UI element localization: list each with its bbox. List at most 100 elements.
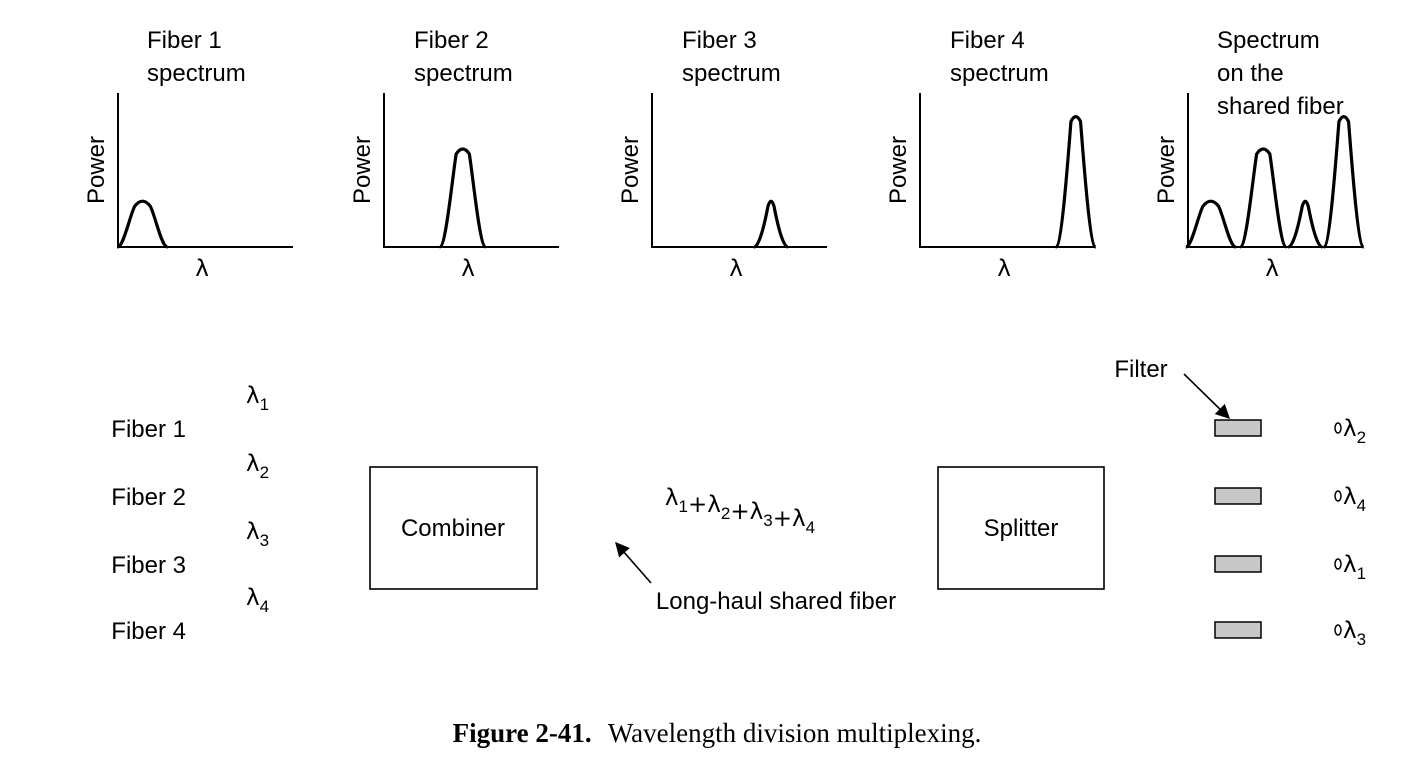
output-fiber-core-2 xyxy=(1101,493,1336,511)
output-wavelength-label-subscript: 3 xyxy=(1357,630,1366,649)
output-wavelength-label: λ4 xyxy=(1343,484,1366,515)
filter-label: Filter xyxy=(1114,356,1167,383)
output-fiber-cores xyxy=(1100,422,1342,636)
input-fiber-4 xyxy=(205,577,371,631)
power-axis-label: Power xyxy=(83,136,110,204)
output-wavelength-label-symbol: λ xyxy=(1343,618,1357,644)
fiber-end-cap xyxy=(1334,558,1342,570)
power-axis-label: Power xyxy=(617,136,644,204)
shared-fiber-signal: λ1+λ2+λ3+λ4 xyxy=(665,485,815,537)
input-wavelength-label-subscript: 4 xyxy=(260,597,269,616)
input-wavelength-label-symbol: λ xyxy=(246,451,260,477)
input-fiber-label: Fiber 4 xyxy=(111,618,186,645)
caption-number: Figure 2-41. xyxy=(453,718,592,748)
spectrum-title-line: spectrum xyxy=(950,60,1049,87)
spectrum-title-line: spectrum xyxy=(682,60,781,87)
output-fiber-core-3 xyxy=(1101,545,1336,567)
input-fiber-1 xyxy=(205,427,371,491)
spectrum-title-line: on the xyxy=(1217,60,1284,87)
spectrum-title-line: Fiber 1 xyxy=(147,27,222,54)
wavelength-axis-label: λ xyxy=(195,256,209,282)
output-fibers xyxy=(1103,427,1335,631)
input-fiber-cores xyxy=(203,425,375,633)
input-wavelength-label: λ2 xyxy=(246,451,269,482)
power-axis-label: Power xyxy=(885,136,912,204)
input-wavelength-label-symbol: λ xyxy=(246,383,260,409)
signal-wavelength: λ xyxy=(792,506,806,532)
combiner-label: Combiner xyxy=(401,515,505,542)
signal-subscript: 2 xyxy=(721,504,730,523)
input-wavelength-label: λ1 xyxy=(246,383,269,414)
signal-plus: + xyxy=(688,492,707,518)
figure-caption: Figure 2-41. Wavelength division multipl… xyxy=(453,718,982,748)
wavelength-axis-label: λ xyxy=(729,256,743,282)
fiber-end-cap xyxy=(1334,422,1342,434)
shared-fiber-arrow xyxy=(615,541,652,584)
input-wavelength-label-subscript: 3 xyxy=(260,531,269,550)
output-wavelength-label: λ2 xyxy=(1343,416,1366,447)
shared-fiber-label: Long-haul shared fiber xyxy=(656,588,896,615)
input-fiber-label: Fiber 2 xyxy=(111,484,186,511)
fiber-end-cap xyxy=(1334,624,1342,636)
optical-filter xyxy=(1214,621,1262,639)
input-wavelength-label-symbol: λ xyxy=(246,585,260,611)
optical-filter xyxy=(1214,555,1262,573)
signal-subscript: 4 xyxy=(806,518,815,537)
spectrum-axes xyxy=(919,93,1095,248)
spectrum-title-line: shared fiber xyxy=(1217,93,1344,120)
signal-plus: + xyxy=(730,499,749,525)
output-wavelength-label-subscript: 4 xyxy=(1357,496,1366,515)
input-wavelength-label-subscript: 1 xyxy=(260,395,269,414)
spectrum-peak xyxy=(1054,115,1098,249)
caption-text: Wavelength division multiplexing. xyxy=(608,718,982,748)
input-fiber-label: Fiber 1 xyxy=(111,416,186,443)
input-wavelength-label: λ4 xyxy=(246,585,269,616)
wavelength-axis-label: λ xyxy=(461,256,475,282)
filter-arrow xyxy=(1183,373,1231,420)
input-fiber-core-1 xyxy=(203,425,375,493)
combiner-box xyxy=(369,466,538,590)
input-wavelength-label-symbol: λ xyxy=(246,519,260,545)
output-wavelength-label-symbol: λ xyxy=(1343,484,1357,510)
signal-wavelength: λ xyxy=(707,492,721,518)
output-wavelength-label-subscript: 1 xyxy=(1357,564,1366,583)
splitter-box xyxy=(937,466,1105,590)
spectrum-title-line: Spectrum xyxy=(1217,27,1320,54)
input-fiber-core-4 xyxy=(203,575,374,633)
output-wavelength-label-symbol: λ xyxy=(1343,416,1357,442)
output-wavelength-label: λ3 xyxy=(1343,618,1366,649)
filters xyxy=(1214,419,1262,639)
spectrum-peak xyxy=(753,199,789,249)
spectrum-peak xyxy=(1287,199,1324,249)
spectrum-peak xyxy=(438,147,488,249)
input-fiber-label: Fiber 3 xyxy=(111,552,186,579)
optical-filter xyxy=(1214,419,1262,437)
wavelength-axis-label: λ xyxy=(1265,256,1279,282)
spectrum-peak xyxy=(1322,115,1366,249)
wavelength-axis-label: λ xyxy=(997,256,1011,282)
spectrum-peak xyxy=(116,199,169,249)
output-wavelength-label: λ1 xyxy=(1343,552,1366,583)
spectrum-axes xyxy=(383,93,559,248)
input-wavelength-label: λ3 xyxy=(246,519,269,550)
spectrum-peak xyxy=(1184,199,1237,249)
input-fiber-core-2 xyxy=(203,493,373,511)
signal-subscript: 3 xyxy=(763,511,772,530)
spectrum-axes xyxy=(117,93,293,248)
power-axis-label: Power xyxy=(1153,136,1180,204)
spectrum-peak xyxy=(1238,147,1288,249)
signal-subscript: 1 xyxy=(679,497,688,516)
spectrum-title-line: Fiber 2 xyxy=(414,27,489,54)
output-wavelength-label-subscript: 2 xyxy=(1357,428,1366,447)
spectrum-title-line: Fiber 4 xyxy=(950,27,1025,54)
output-fiber-core-1 xyxy=(1100,425,1336,481)
